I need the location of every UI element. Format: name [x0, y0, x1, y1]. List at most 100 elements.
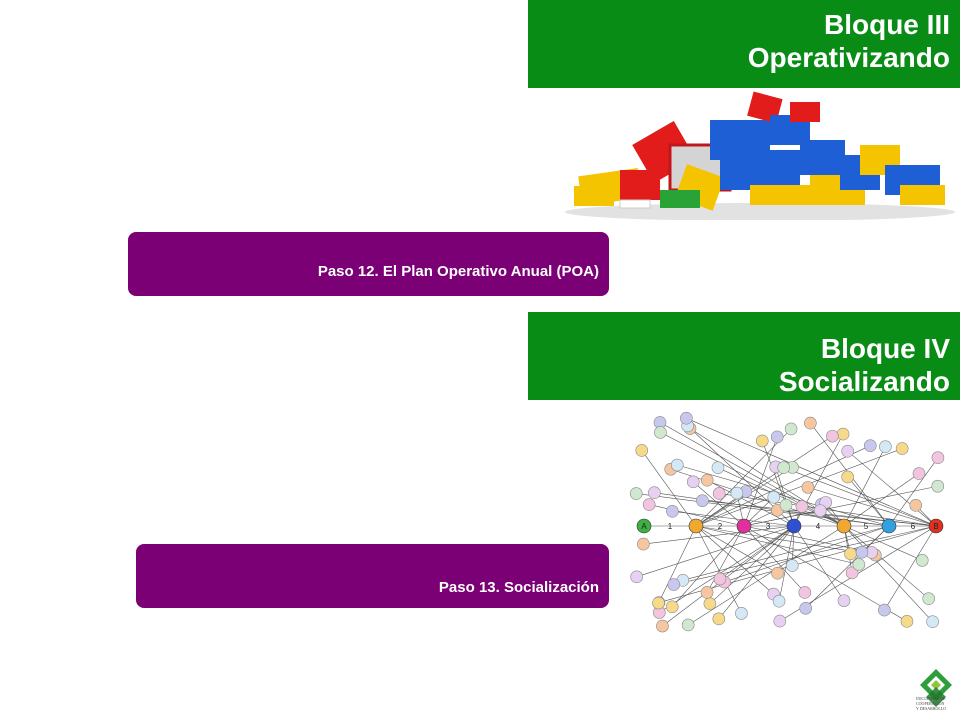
network-node [686, 475, 700, 489]
network-main-label: 2 [718, 522, 723, 531]
network-node [855, 545, 869, 559]
network-link [783, 467, 937, 527]
network-link [843, 473, 920, 527]
network-node [680, 411, 693, 425]
diamond-logo-icon [920, 669, 952, 707]
network-node [926, 615, 939, 628]
block-4-title: Bloque IV [820, 333, 950, 364]
network-main-label: B [933, 522, 938, 531]
network-link [724, 525, 890, 583]
network-node [879, 440, 892, 453]
network-node [711, 461, 725, 475]
network-node [767, 490, 781, 504]
network-link [719, 493, 937, 527]
network-link [743, 510, 821, 527]
network-node [900, 615, 914, 628]
network-node [931, 451, 945, 465]
block-3-header: Bloque III Operativizando [528, 0, 960, 88]
network-link [673, 525, 937, 585]
network-link [659, 422, 845, 527]
network-main-label: 4 [816, 522, 821, 531]
network-node [712, 487, 726, 500]
network-link [677, 464, 890, 527]
network-node [637, 537, 650, 551]
network-link [686, 417, 937, 527]
network-node [922, 592, 936, 605]
network-link [658, 525, 697, 604]
block-3-subtitle: Operativizando [747, 42, 950, 73]
network-main-node [928, 518, 944, 534]
block-4-subtitle: Socializando [778, 366, 950, 397]
network-node [813, 504, 827, 517]
network-node [630, 570, 643, 584]
network-node [713, 572, 727, 586]
network-main-node [836, 518, 852, 534]
network-main-node [688, 518, 704, 534]
network-node [826, 429, 839, 443]
network-node [804, 416, 817, 430]
network-node [909, 498, 923, 512]
step-13-bar[interactable]: Paso 13. Socialización [136, 544, 609, 608]
network-node [798, 586, 812, 599]
network-node [777, 461, 790, 474]
network-link [743, 436, 778, 527]
network-link [709, 525, 795, 604]
network-node [642, 498, 656, 511]
network-link [843, 525, 929, 599]
block-3-title: Bloque III [824, 9, 950, 40]
step-12-bar[interactable]: Paso 12. El Plan Operativo Anual (POA) [128, 232, 609, 296]
network-main-label: 5 [864, 522, 869, 531]
network-link [843, 446, 886, 527]
network-node [730, 486, 744, 500]
network-link [793, 525, 845, 601]
network-node [700, 473, 714, 487]
network-node [844, 547, 857, 561]
network-link [695, 445, 871, 527]
network-node [771, 566, 784, 580]
network-main-node [881, 518, 897, 534]
network-link [649, 504, 745, 527]
network-node [666, 504, 679, 518]
logo-text: INICIATIVAS DE COOPERACIÓN Y DESARROLLO [916, 696, 960, 711]
network-node [863, 439, 877, 452]
network-link [843, 525, 923, 561]
network-link [695, 525, 778, 574]
network-node [696, 494, 709, 507]
network-link [695, 435, 833, 527]
network-link [695, 525, 742, 614]
logo-line-3: Y DESARROLLO [916, 706, 947, 711]
network-link [695, 525, 774, 595]
network-node [667, 578, 681, 591]
network-link [695, 525, 859, 565]
network-node [773, 614, 787, 628]
network-link [643, 525, 795, 545]
network-link [843, 525, 933, 622]
step-13-label: Paso 13. Socialización [438, 579, 599, 596]
network-node [799, 601, 812, 615]
network-node [784, 422, 798, 436]
network-node [785, 559, 799, 572]
network-link [688, 525, 845, 626]
network-link [659, 525, 795, 613]
network-link [672, 525, 745, 607]
network-node [770, 430, 784, 444]
network-node [801, 481, 815, 494]
network-node [635, 444, 649, 457]
network-main-label: 6 [911, 522, 916, 531]
network-node [735, 607, 748, 620]
logo-line-1: INICIATIVAS DE [916, 696, 946, 701]
network-node [841, 444, 854, 458]
block-4-header: Bloque IV Socializando [528, 312, 960, 400]
network-node [837, 594, 851, 607]
network-node [629, 487, 643, 500]
network-node [712, 612, 726, 626]
network-node [681, 618, 695, 632]
network-link [718, 525, 795, 620]
network-node [652, 596, 665, 610]
network-link [660, 432, 845, 527]
network-link [695, 448, 903, 527]
network-node [703, 597, 717, 610]
network-main-label: 1 [668, 522, 673, 531]
network-node [931, 479, 945, 493]
network-node [878, 603, 891, 617]
